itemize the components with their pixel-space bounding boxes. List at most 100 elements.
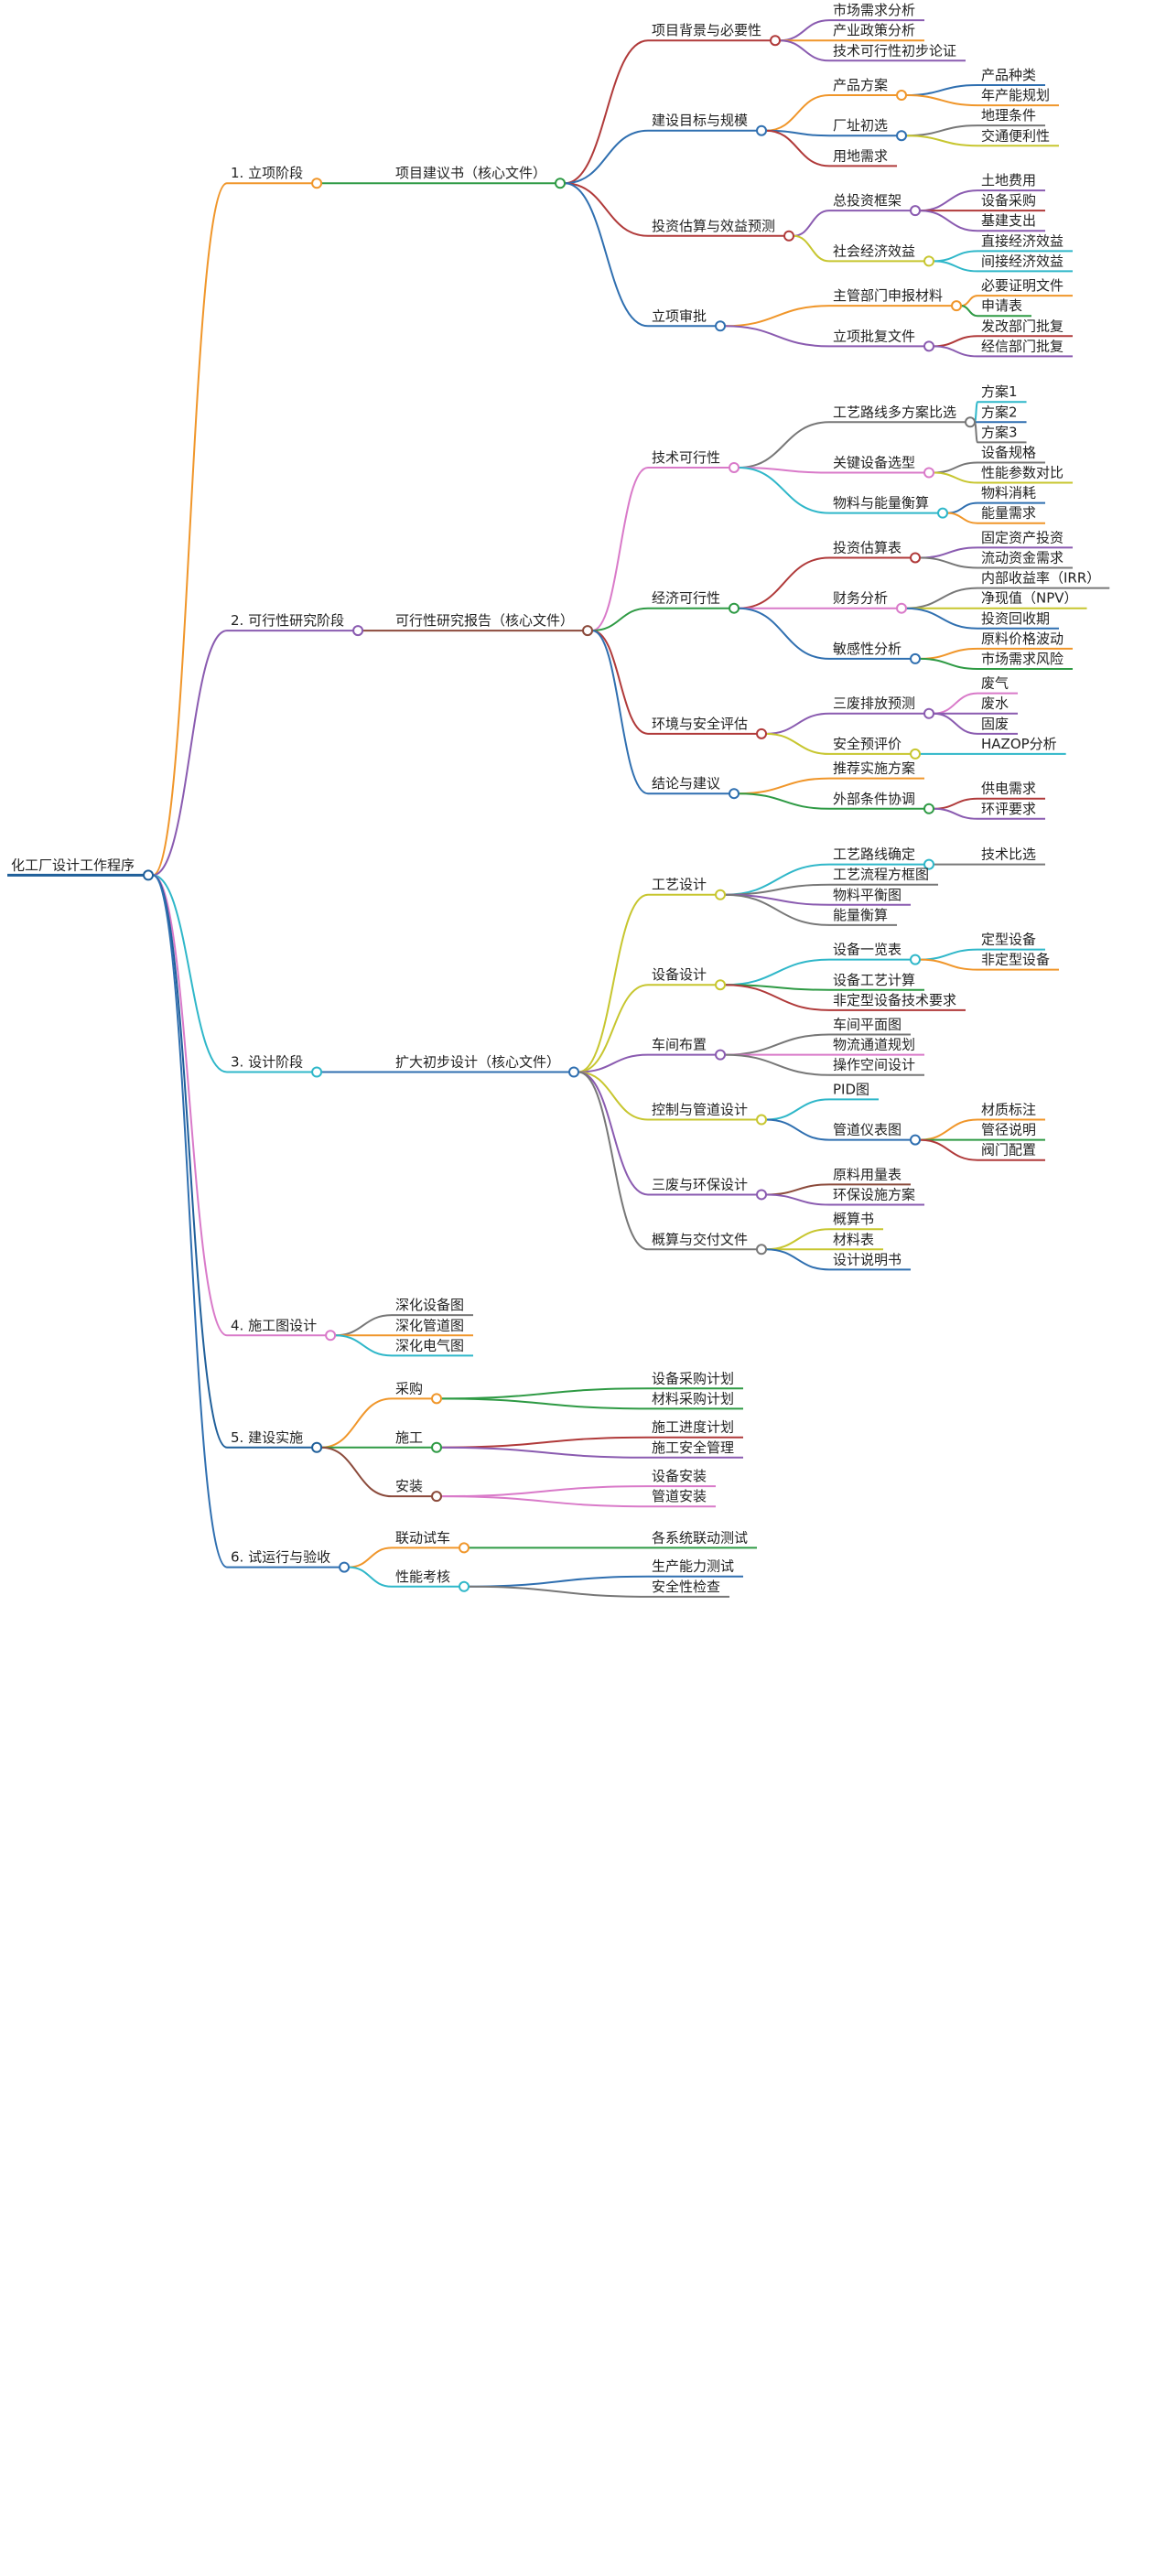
topic-2-0-5-1: 材料表 — [833, 1231, 874, 1247]
connector-0-0-1 — [565, 129, 649, 185]
collapse-toggle-2-0-3[interactable] — [756, 1114, 768, 1126]
collapse-toggle-1-0-0-1[interactable] — [923, 467, 935, 479]
collapse-toggle-4[interactable] — [311, 1441, 323, 1453]
collapse-toggle-2-0-5[interactable] — [756, 1244, 768, 1256]
collapse-toggle-0-0-3-0[interactable] — [951, 300, 963, 312]
collapse-toggle-2-0-0[interactable] — [715, 889, 727, 900]
topic-1-0-0-2-0: 物料消耗 — [981, 485, 1036, 501]
collapse-toggle-2-0[interactable] — [568, 1066, 580, 1078]
connector-1-0-2 — [591, 630, 649, 735]
topic-0-0-2-0: 总投资框架 — [833, 192, 901, 209]
collapse-toggle-0-0-3[interactable] — [715, 320, 727, 332]
collapse-toggle-2[interactable] — [311, 1066, 323, 1078]
topic-0-0-3-1-0: 发改部门批复 — [981, 318, 1063, 334]
connector-1-0-1-2-1 — [920, 657, 978, 670]
collapse-toggle-1-0-2[interactable] — [756, 728, 768, 739]
connector-0-0-0-2 — [780, 39, 830, 62]
collapse-toggle-0-0-2-1[interactable] — [923, 255, 935, 267]
collapse-toggle-1-0-2-0[interactable] — [923, 707, 935, 719]
collapse-toggle-5[interactable] — [339, 1561, 351, 1573]
topic-2-0-3-0: PID图 — [833, 1081, 869, 1097]
topic-0-0-1-0: 产品方案 — [833, 77, 888, 93]
collapse-toggle-2-0-3-1[interactable] — [910, 1134, 922, 1146]
collapse-toggle-3[interactable] — [325, 1330, 337, 1342]
collapse-toggle-0-0-2[interactable] — [783, 230, 795, 242]
root-topic: 化工厂设计工作程序 — [11, 857, 135, 873]
topic-2-0-2: 车间布置 — [652, 1037, 707, 1053]
connector-0-0-2-1-1 — [934, 260, 978, 273]
connector-2-0-2 — [578, 1053, 649, 1073]
topic-1-0-2: 环境与安全评估 — [652, 716, 748, 732]
collapse-toggle-1-0-1[interactable] — [729, 602, 740, 614]
collapse-toggle-0[interactable] — [311, 178, 323, 189]
connector-4-2-1 — [441, 1495, 649, 1508]
connector-4-1-0 — [441, 1436, 649, 1449]
connector-1-0-2-0-2 — [933, 712, 978, 735]
topic-3-1: 深化管道图 — [395, 1317, 464, 1333]
collapse-toggle-1-0-1-2[interactable] — [910, 652, 922, 664]
collapse-toggle-0-0-1[interactable] — [756, 124, 768, 136]
topic-0-0-0: 项目背景与必要性 — [652, 22, 761, 38]
connector-4-2-0 — [441, 1485, 649, 1498]
topic-1-0-1-0-1: 流动资金需求 — [981, 550, 1063, 566]
topic-1-0-1-2-1: 市场需求风险 — [981, 651, 1063, 667]
collapse-toggle-2-0-0-0[interactable] — [923, 858, 935, 870]
collapse-toggle-1-0-2-1[interactable] — [910, 748, 922, 760]
collapse-toggle-0-0-0[interactable] — [770, 35, 782, 47]
connector-1-0-1-1-0 — [906, 587, 978, 609]
collapse-toggle-1-0-3[interactable] — [729, 788, 740, 800]
topic-5-1: 性能考核 — [395, 1568, 450, 1585]
topic-1-0-1-1-2: 投资回收期 — [981, 610, 1050, 627]
topic-1-0-2-0-1: 废水 — [981, 695, 1009, 712]
collapse-toggle-4-0[interactable] — [431, 1393, 443, 1405]
collapse-toggle-1-0-0[interactable] — [729, 461, 740, 473]
collapse-toggle-5-0[interactable] — [459, 1542, 470, 1554]
collapse-toggle-1-0-0-2[interactable] — [937, 507, 949, 519]
collapse-toggle-0-0[interactable] — [555, 178, 567, 189]
connector-1-0-0-2-1 — [946, 512, 978, 524]
connector-0-0-0-0 — [780, 19, 830, 42]
collapse-toggle-5-1[interactable] — [459, 1580, 470, 1592]
collapse-toggle-0-0-1-0[interactable] — [896, 90, 908, 102]
collapse-toggle-2-0-1-0[interactable] — [910, 954, 922, 965]
collapse-toggle-2-0-4[interactable] — [756, 1189, 768, 1201]
topic-0-0-2-0-2: 基建支出 — [981, 212, 1036, 229]
topic-0-0-3-1: 立项批复文件 — [833, 328, 915, 344]
collapse-toggle-1-0-1-1[interactable] — [896, 602, 908, 614]
collapse-toggle-2-0-1[interactable] — [715, 979, 727, 991]
connector-1-0-0-2-0 — [946, 501, 978, 514]
collapse-toggle-0-0-3-1[interactable] — [923, 340, 935, 352]
collapse-toggle-1-0-3-1[interactable] — [923, 803, 935, 814]
topic-2-0-5-2: 设计说明书 — [833, 1251, 901, 1267]
connector-5-1-1 — [469, 1585, 649, 1598]
collapse-toggle-4-1[interactable] — [431, 1441, 443, 1453]
connector-2-0-2-2 — [725, 1053, 830, 1076]
collapse-toggle-4-2[interactable] — [431, 1491, 443, 1503]
connector-4 — [152, 874, 228, 1449]
collapse-toggle-1[interactable] — [352, 625, 364, 637]
topic-1-0-3: 结论与建议 — [652, 775, 720, 792]
connector-1-0-1-0-0 — [920, 546, 978, 559]
topic-1-0-1-1: 财务分析 — [833, 590, 888, 607]
topic-1-0-1: 经济可行性 — [652, 590, 720, 607]
collapse-toggle-0-0-1-1[interactable] — [896, 130, 908, 142]
topic-1-0-0-1: 关键设备选型 — [833, 454, 915, 470]
collapse-toggle-root[interactable] — [143, 869, 155, 881]
collapse-toggle-1-0[interactable] — [582, 625, 594, 637]
topic-1-0-3-1: 外部条件协调 — [833, 791, 915, 807]
topic-3-2: 深化电气图 — [395, 1337, 464, 1353]
collapse-toggle-1-0-0-0[interactable] — [965, 416, 977, 428]
topic-2-0-4: 三废与环保设计 — [652, 1176, 748, 1192]
connector-3-2 — [335, 1334, 393, 1357]
connector-2-0-1 — [578, 984, 649, 1073]
topic-2-0-1-2: 非定型设备技术要求 — [833, 992, 956, 1008]
connector-4-2 — [321, 1446, 393, 1498]
collapse-toggle-2-0-2[interactable] — [715, 1049, 727, 1061]
topic-0-0-1-1: 厂址初选 — [833, 117, 888, 134]
collapse-toggle-1-0-1-0[interactable] — [910, 552, 922, 564]
topic-1-0-0-1-0: 设备规格 — [981, 444, 1036, 460]
topic-5-1-0: 生产能力测试 — [652, 1558, 734, 1575]
collapse-toggle-0-0-2-0[interactable] — [910, 205, 922, 217]
connector-1-0-1-0 — [739, 556, 830, 609]
connector-2-0-1-0 — [725, 958, 830, 986]
